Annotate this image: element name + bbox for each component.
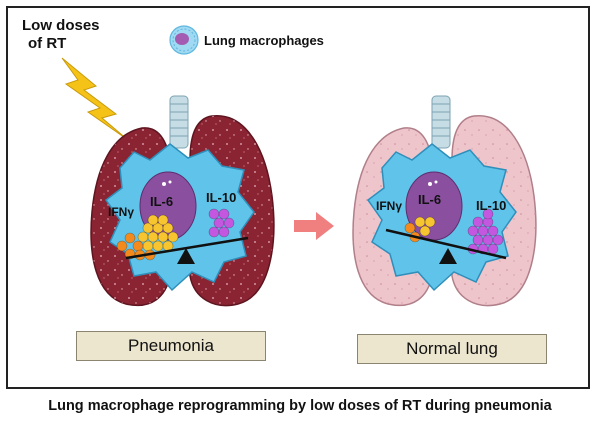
ifn-dot: [132, 240, 144, 252]
il6-dot: [414, 216, 426, 228]
ifn-dot: [124, 232, 136, 244]
fulcrum-icon: [177, 248, 195, 264]
left-cytokine-dots: [116, 208, 235, 261]
il6-dot: [162, 222, 174, 234]
il10-dot: [213, 217, 225, 229]
il6-dot: [419, 225, 431, 237]
rt-label-line2: of RT: [28, 35, 66, 52]
legend-label: Lung macrophages: [204, 33, 324, 48]
il10-dot: [487, 225, 499, 237]
il10-dot: [477, 225, 489, 237]
right-ifn-label: IFNγ: [376, 199, 402, 213]
il10-dot: [208, 226, 220, 238]
il6-dot: [157, 214, 169, 226]
figure-caption: Lung macrophage reprogramming by low dos…: [48, 398, 552, 414]
normal-lung-label: Normal lung: [357, 334, 547, 364]
il6-dot: [167, 231, 179, 243]
il10-dot: [482, 208, 494, 220]
balance-pneumonia: [125, 236, 249, 264]
left-il6-label: IL-6: [150, 194, 173, 209]
balance-normal: [385, 228, 507, 264]
ifn-dot: [404, 222, 416, 234]
il6-dot: [147, 231, 159, 243]
left-il10-label: IL-10: [206, 190, 236, 205]
pneumonia-label: Pneumonia: [76, 331, 266, 361]
il6-dot: [152, 240, 164, 252]
right-cytokine-dots: [404, 208, 504, 255]
left-ifn-label: IFNγ: [108, 205, 134, 219]
il10-dot: [482, 234, 494, 246]
il10-dot: [492, 234, 504, 246]
transition-arrow-icon: [294, 212, 334, 240]
il10-dot: [208, 208, 220, 220]
il10-dot: [487, 243, 499, 255]
il6-dot: [157, 231, 169, 243]
il10-dot: [472, 216, 484, 228]
ifn-dot: [116, 240, 128, 252]
il6-dot: [137, 231, 149, 243]
il10-dot: [218, 226, 230, 238]
il10-dot: [218, 208, 230, 220]
il10-dot: [467, 225, 479, 237]
macrophage-icon: [169, 25, 199, 55]
il6-dot: [142, 240, 154, 252]
rt-label-line1: Low doses: [22, 17, 100, 34]
il6-dot: [424, 216, 436, 228]
right-il10-label: IL-10: [476, 198, 506, 213]
il10-dot: [223, 217, 235, 229]
fulcrum-icon: [439, 248, 457, 264]
radiation-bolt-icon: [61, 57, 129, 141]
il6-dot: [147, 214, 159, 226]
right-il6-label: IL-6: [418, 192, 441, 207]
il10-dot: [472, 234, 484, 246]
